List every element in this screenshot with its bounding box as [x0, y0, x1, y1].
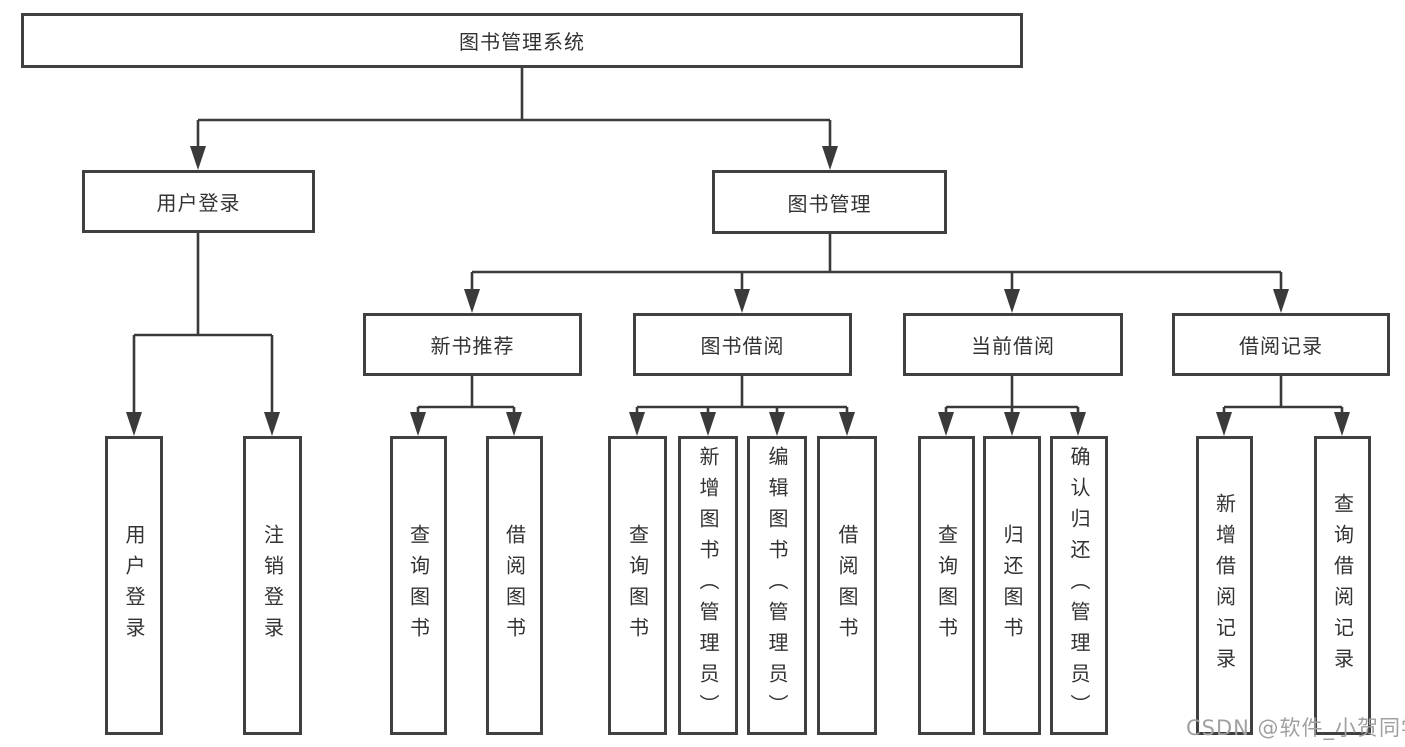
node-leaf-borrow-books-recommend-label: 借阅图书 [502, 523, 527, 648]
node-leaf-edit-books-admin: 编辑图书（管理员） [747, 436, 807, 735]
node-leaf-query-borrow-record-label: 查询借阅记录 [1330, 492, 1355, 679]
edge-new-book-bus [416, 376, 516, 414]
node-leaf-confirm-return-admin-label: 确认归还（管理员） [1067, 446, 1091, 725]
node-leaf-return-books-label: 归还图书 [1000, 523, 1024, 648]
node-leaf-query-books-recommend-label: 查询图书 [406, 523, 431, 648]
edge-current-borrow-bus [944, 376, 1080, 414]
node-leaf-query-books-recommend: 查询图书 [390, 436, 447, 735]
node-book-management-system-label: 图书管理系统 [459, 30, 585, 54]
node-leaf-edit-books-admin-label: 编辑图书（管理员） [765, 446, 789, 725]
node-user-login: 用户登录 [82, 170, 315, 233]
node-leaf-user-login-action-label: 用户登录 [122, 523, 146, 648]
node-leaf-query-books-borrow: 查询图书 [608, 436, 667, 735]
node-current-borrow-label: 当前借阅 [971, 334, 1055, 358]
node-user-login-label: 用户登录 [156, 191, 241, 215]
node-leaf-query-books-borrow-label: 查询图书 [625, 523, 650, 648]
node-leaf-add-books-admin: 新增图书（管理员） [678, 436, 738, 735]
node-leaf-borrow-books-label: 借阅图书 [835, 523, 859, 648]
edge-root-bus [196, 68, 832, 148]
edge-book-mgmt-bus [470, 234, 1283, 291]
node-leaf-logout-action-label: 注销登录 [260, 523, 285, 648]
node-current-borrow: 当前借阅 [903, 313, 1123, 376]
node-book-management: 图书管理 [712, 170, 947, 234]
node-leaf-add-books-admin-label: 新增图书（管理员） [696, 446, 720, 725]
node-new-book-recommend: 新书推荐 [363, 313, 582, 376]
node-leaf-logout-action: 注销登录 [243, 436, 302, 735]
node-leaf-borrow-books: 借阅图书 [817, 436, 877, 735]
node-leaf-borrow-books-recommend: 借阅图书 [486, 436, 543, 735]
node-borrow-records: 借阅记录 [1172, 313, 1390, 376]
node-borrow-records-label: 借阅记录 [1239, 334, 1323, 358]
node-leaf-return-books: 归还图书 [983, 436, 1041, 735]
node-leaf-add-borrow-record: 新增借阅记录 [1196, 436, 1253, 735]
node-book-management-system: 图书管理系统 [21, 13, 1023, 68]
csdn-watermark: CSDN @软件_小贺同学 [1186, 716, 1405, 740]
node-leaf-confirm-return-admin: 确认归还（管理员） [1050, 436, 1108, 735]
node-leaf-query-books-current-label: 查询图书 [934, 523, 959, 648]
node-leaf-user-login-action: 用户登录 [105, 436, 163, 735]
node-leaf-add-borrow-record-label: 新增借阅记录 [1212, 492, 1237, 679]
node-book-borrow: 图书借阅 [633, 313, 852, 376]
node-new-book-recommend-label: 新书推荐 [430, 334, 515, 358]
node-book-management-label: 图书管理 [787, 191, 872, 216]
edge-borrow-records-bus [1222, 376, 1344, 414]
node-book-borrow-label: 图书借阅 [700, 334, 785, 358]
node-leaf-query-borrow-record: 查询借阅记录 [1314, 436, 1371, 735]
edge-book-borrow-bus [635, 376, 849, 414]
edge-user-login-bus [132, 233, 274, 414]
node-leaf-query-books-current: 查询图书 [918, 436, 975, 735]
